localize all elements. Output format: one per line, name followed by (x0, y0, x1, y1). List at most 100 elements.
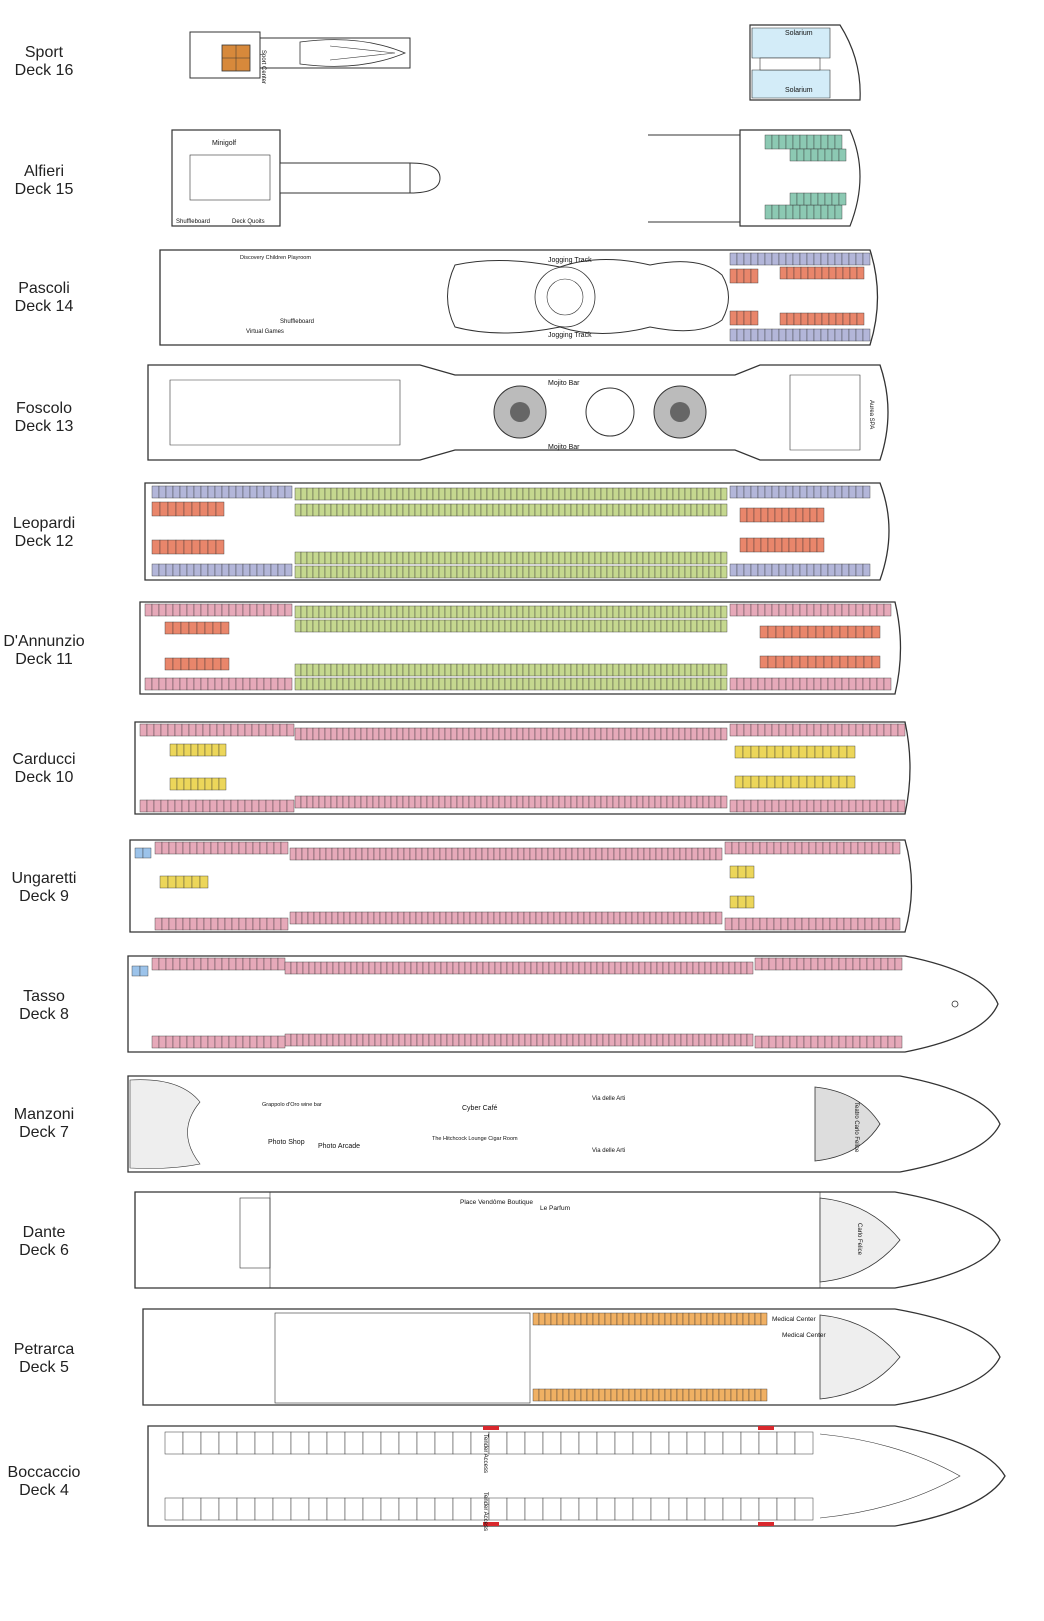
cabin (702, 663, 710, 677)
cabin (444, 663, 452, 677)
cabin (326, 1033, 334, 1047)
cabin (516, 795, 524, 809)
cabin (720, 605, 728, 619)
cabin (738, 841, 747, 855)
cabin (270, 603, 279, 617)
cabin (694, 1312, 702, 1326)
cabin (522, 727, 530, 741)
cabin (625, 911, 633, 925)
cabin (378, 605, 386, 619)
cabin (678, 487, 686, 501)
cabin (594, 551, 602, 565)
cabin (890, 799, 899, 813)
cabin (700, 1312, 708, 1326)
cabin (742, 745, 752, 759)
cabin (672, 551, 680, 565)
deck-number: Deck 7 (19, 1124, 69, 1141)
cabin (571, 911, 579, 925)
cabin (380, 961, 388, 975)
cabin (648, 795, 656, 809)
cabin (320, 961, 328, 975)
cabin (771, 563, 780, 577)
cabin (750, 723, 759, 737)
cabin (876, 723, 885, 737)
cabin (337, 911, 345, 925)
cabin (712, 1388, 720, 1402)
cabin (650, 961, 658, 975)
teatro-label: Teatro Carlo Felice (853, 1102, 859, 1153)
cabin (764, 563, 773, 577)
cabin (838, 775, 848, 789)
deck-plan-12 (144, 482, 890, 581)
cabin (570, 503, 578, 517)
solarium-bottom-label: Solarium (785, 87, 813, 94)
cabin (714, 487, 722, 501)
cabin (588, 727, 596, 741)
cabin (191, 539, 201, 555)
cabin (708, 727, 716, 741)
cabin (691, 847, 699, 861)
cabin (504, 727, 512, 741)
cabin (588, 605, 596, 619)
cabin (795, 537, 804, 553)
cabin (318, 795, 326, 809)
cabin (654, 795, 662, 809)
cabin (688, 1388, 696, 1402)
deck-row-15: Alfieri Deck 15 Minigolf Shuffleboard De… (0, 125, 1044, 235)
cabin (463, 847, 471, 861)
cabin (786, 266, 795, 280)
cabin (286, 723, 295, 737)
cabin (338, 1033, 346, 1047)
cabin (736, 1388, 744, 1402)
cabin (209, 723, 218, 737)
cabin (600, 503, 608, 517)
cabin (475, 911, 483, 925)
cabin (708, 503, 716, 517)
cabin (862, 485, 871, 499)
cabin (794, 917, 803, 931)
cabin (589, 911, 597, 925)
deck-number: Deck 16 (14, 62, 74, 79)
cabin (857, 917, 866, 931)
cabin (366, 565, 374, 579)
cabin (863, 655, 873, 669)
cabin (743, 328, 752, 342)
cabin (602, 1033, 610, 1047)
cabin (716, 1033, 724, 1047)
cabin (188, 723, 197, 737)
cabin (186, 957, 195, 971)
cabin (482, 961, 490, 975)
cabin (644, 1033, 652, 1047)
cabin (384, 619, 392, 633)
cabin (835, 312, 844, 326)
cabin (800, 266, 809, 280)
cabin (438, 503, 446, 517)
deck-number: Deck 13 (14, 418, 74, 435)
cabin (457, 911, 465, 925)
cabin (606, 551, 614, 565)
cabin (871, 625, 881, 639)
cabin (702, 727, 710, 741)
cabin (690, 663, 698, 677)
cabin (778, 328, 787, 342)
cabin (620, 961, 628, 975)
cabin (848, 563, 857, 577)
cabin (296, 1033, 304, 1047)
cabin (696, 795, 704, 809)
cabin (450, 605, 458, 619)
cabin (420, 795, 428, 809)
dannunzio-cabins (144, 603, 892, 691)
room (182, 1431, 202, 1455)
cabin (228, 485, 237, 499)
cabin (167, 501, 177, 517)
deck-label-5: Petrarca Deck 5 (0, 1341, 88, 1377)
cabin (397, 911, 405, 925)
room (344, 1431, 364, 1455)
cabin (306, 795, 314, 809)
cyber-cafe-label: Cyber Café (462, 1105, 498, 1112)
cabin (151, 603, 160, 617)
cabin (636, 663, 644, 677)
cabin (552, 677, 560, 691)
cabin (570, 605, 578, 619)
cabin (175, 501, 185, 517)
